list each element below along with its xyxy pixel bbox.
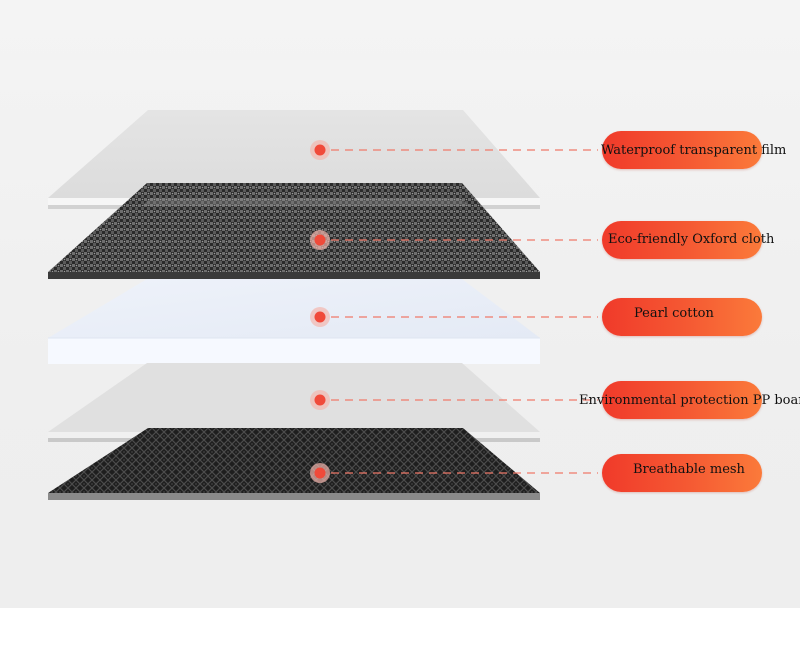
label-oxford-cloth: Eco-friendly Oxford cloth (608, 232, 775, 247)
callouts (310, 140, 598, 483)
label-pill-oxford-cloth (602, 221, 762, 259)
label-pp-board: Environmental protection PP board (579, 393, 800, 408)
label-pill-pearl-cotton (602, 298, 762, 336)
label-waterproof-film: Waterproof transparent film (601, 143, 787, 158)
callout-dot (314, 467, 326, 479)
label-pearl-cotton: Pearl cotton (634, 306, 714, 321)
callout-pp-board (310, 390, 598, 410)
label-pill-waterproof-film (602, 131, 762, 169)
callout-dot (314, 144, 326, 156)
callout-breathable-mesh (310, 463, 598, 483)
label-pill-breathable-mesh (602, 454, 762, 492)
callout-dot (314, 311, 326, 323)
callout-pearl-cotton (310, 307, 598, 327)
material-layers-diagram (48, 110, 598, 500)
callout-dot (314, 394, 326, 406)
callout-oxford-cloth (310, 230, 598, 250)
layer-pearl-cotton (48, 279, 540, 364)
callout-waterproof-film (310, 140, 598, 160)
layer-oxford-cloth (48, 183, 540, 279)
label-pill-pp-board (602, 381, 762, 419)
layer-breathable-mesh (48, 428, 540, 500)
callout-dot (314, 234, 326, 246)
label-breathable-mesh: Breathable mesh (633, 462, 745, 477)
